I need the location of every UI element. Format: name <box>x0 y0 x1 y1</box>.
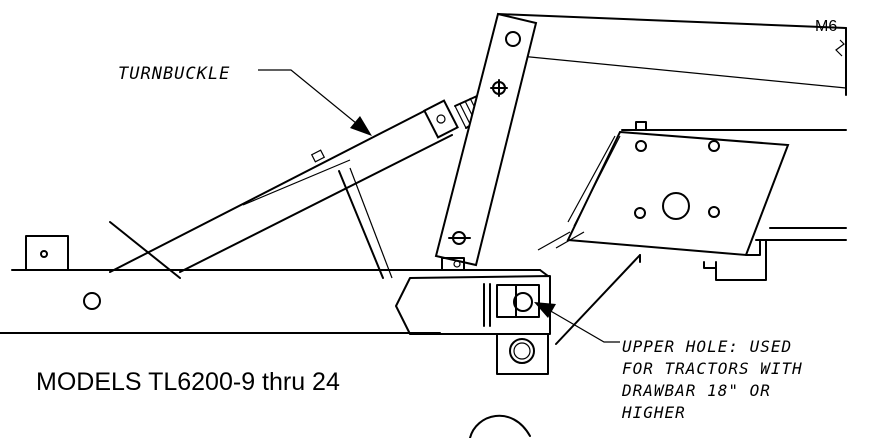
upper-frame <box>497 13 847 96</box>
upper-hole-note: UPPER HOLE: USED FOR TRACTORS WITH DRAWB… <box>622 337 803 422</box>
tongue-beam <box>0 235 551 375</box>
models-title: MODELS TL6200-9 thru 24 <box>36 368 340 396</box>
mount-plate <box>537 121 847 345</box>
turnbuckle-nut <box>423 99 459 139</box>
leader-lines <box>258 69 620 343</box>
upper-hole <box>513 292 533 312</box>
vertical-link <box>434 12 538 271</box>
lower-hole <box>509 338 535 364</box>
bottom-loop <box>469 414 531 438</box>
upper-hole-arrowhead <box>534 302 556 318</box>
link-top-hole <box>505 31 521 47</box>
hitch-clevis <box>496 284 540 318</box>
m6-label: M6 <box>815 18 838 35</box>
rear-bracket <box>25 235 69 271</box>
diagonal-support <box>109 159 393 279</box>
beam-hole <box>83 292 101 310</box>
plate-center-hole <box>662 192 690 220</box>
turnbuckle-label: TURNBUCKLE <box>118 64 231 84</box>
turnbuckle-bar <box>109 91 491 273</box>
turnbuckle-arrowhead <box>350 116 372 136</box>
